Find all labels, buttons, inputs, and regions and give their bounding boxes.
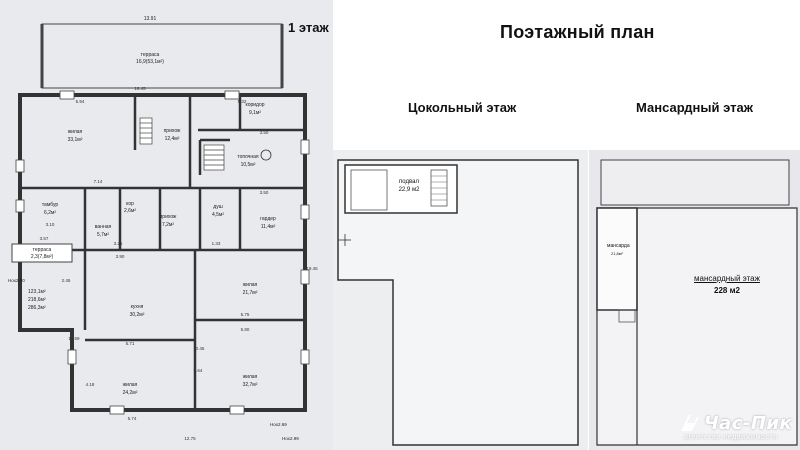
dim-label: 3.10	[46, 222, 55, 227]
room-hall-1-area: 12,4м²	[165, 136, 180, 142]
brand-tagline: агентство недвижимости	[684, 434, 778, 441]
room-kitchen-name: кухня	[131, 304, 144, 310]
room-hall-2-area: 7,2м²	[162, 222, 174, 228]
room-living-3-name: жилая	[123, 382, 138, 388]
boiler-symbol-icon	[260, 149, 272, 161]
dim-label: 5.74	[128, 416, 137, 421]
basement-room-outline	[344, 164, 458, 214]
dim-label: 5.71	[126, 341, 135, 346]
dim-label: 3.57	[40, 236, 49, 241]
room-terrace-name: терраса	[141, 52, 160, 58]
first-floor-drawing: 13.91 терраса 16,9(53,1м²)	[8, 16, 318, 441]
attic-floor-area: 228 м2	[714, 286, 740, 295]
dim-label: 2.45	[62, 278, 71, 283]
room-corridor-2-name: кор	[126, 201, 134, 207]
room-corridor-name: коридор	[245, 102, 264, 108]
room-wardrobe-name: гардер	[260, 216, 276, 222]
basement-drawing: подвал 22,9 м2	[337, 159, 579, 446]
room-vestibule-area: 6,2м²	[44, 210, 56, 216]
terrace-outline	[41, 23, 283, 89]
staircase	[139, 117, 225, 171]
dim-label: 0.45	[196, 346, 205, 351]
attic-room-outline	[596, 207, 638, 311]
basement-label: Цокольный этаж	[408, 100, 517, 115]
room-living-2-name: жилая	[243, 282, 258, 288]
total-area-1: 123,1м²	[28, 289, 46, 295]
total-area-2: 218,6м²	[28, 297, 46, 303]
dim-label: 3.26	[114, 241, 123, 246]
dim-top: 13.91	[144, 16, 157, 22]
basement-room-name: подвал	[399, 179, 419, 185]
attic-label: Мансардный этаж	[636, 100, 753, 115]
dim-label: 19.45	[306, 266, 318, 271]
room-bath-name: ванная	[95, 224, 112, 230]
basement-room-area: 22,9 м2	[399, 187, 420, 193]
dim-label: 12.75	[184, 436, 196, 441]
dim-label: 3.50	[260, 130, 269, 135]
attic-room-name: мансарда	[607, 243, 630, 249]
level-mark-a: Нох2.60	[8, 278, 25, 283]
room-wardrobe-area: 11,4м²	[261, 224, 276, 230]
room-bath-area: 5,7м²	[97, 232, 109, 238]
room-living-3-area: 24,2м²	[123, 390, 138, 396]
room-hall-1-name: прихож	[164, 128, 181, 134]
dim-label: 5.80	[241, 327, 250, 332]
room-shower-area: 4,5м²	[212, 212, 224, 218]
room-corridor-2-area: 2,6м²	[124, 208, 136, 214]
room-kitchen-area: 30,2м²	[130, 312, 145, 318]
attic-plan: мансарда 21,8м² мансардный этаж 228 м2	[589, 150, 800, 450]
total-area-3: 286,3м²	[28, 305, 46, 311]
room-shower-name: душ	[213, 204, 222, 210]
room-living-2-area: 21,7м²	[243, 290, 258, 296]
dim-label: 7.14	[94, 179, 103, 184]
room-terrace-2-area: 2,3(7,8м²)	[31, 254, 54, 260]
dim-label: 5.94	[76, 99, 85, 104]
room-boiler-area: 10,5м²	[241, 162, 256, 168]
attic-room-area: 21,8м²	[611, 251, 624, 256]
basement-plan: подвал 22,9 м2	[333, 150, 588, 450]
attic-drawing: мансарда 21,8м²	[596, 159, 798, 446]
room-corridor-area: 9,1м²	[249, 110, 261, 116]
dim-label: 3.90	[116, 254, 125, 259]
page-title: Поэтажный план	[500, 22, 655, 42]
level-mark-c: Нох2.69	[270, 422, 287, 427]
outer-walls	[18, 93, 307, 412]
brand-logo: Час-Пик	[678, 412, 792, 434]
dim-label: 5.64	[194, 368, 203, 373]
dim-label: 1.33	[212, 241, 221, 246]
brand-name: Час-Пик	[704, 412, 793, 434]
dim-label: 16.45	[134, 86, 146, 91]
dim-label: 5.75	[241, 312, 250, 317]
floor-label: 1 этаж	[288, 20, 329, 35]
room-terrace-area: 16,9(53,1м²)	[136, 59, 164, 65]
room-living-1-area: 33,1м²	[68, 137, 83, 143]
room-living-4-name: жилая	[243, 374, 258, 380]
brand-logo-icon	[681, 415, 699, 431]
room-vestibule-name: тамбур	[42, 202, 59, 208]
dim-label: 5.32	[238, 99, 247, 104]
dim-label: 4.18	[86, 382, 95, 387]
room-boiler-name: топочная	[237, 154, 259, 160]
room-hall-2-name: прихож	[160, 214, 177, 220]
dim-label: 3.50	[260, 190, 269, 195]
room-terrace-2-name: терраса	[33, 247, 52, 253]
attic-floor-name: мансардный этаж	[694, 274, 760, 283]
room-living-4-area: 32,7м²	[243, 382, 258, 388]
level-mark-b: Нох2.99	[282, 436, 299, 441]
dim-label: 11.69	[69, 336, 80, 341]
room-living-1-name: жилая	[68, 129, 83, 135]
first-floor-plan: 13.91 терраса 16,9(53,1м²)	[0, 0, 333, 450]
